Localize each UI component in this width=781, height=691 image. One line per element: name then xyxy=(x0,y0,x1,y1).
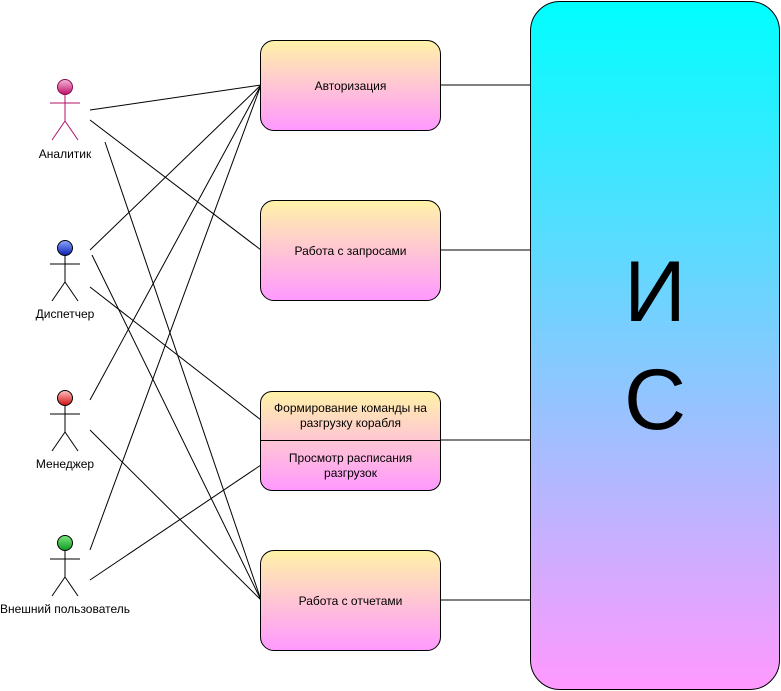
actor-external-label: Внешний пользователь xyxy=(0,602,131,616)
link-dispatcher-reports xyxy=(91,254,262,601)
usecase-schedule-label: Просмотр расписания разгрузок xyxy=(288,451,413,480)
actor-manager-label: Менеджер xyxy=(35,457,95,471)
link-analyst-requests xyxy=(89,119,262,251)
usecase-requests[interactable]: Работа с запросами xyxy=(260,200,441,301)
actor-manager-figure xyxy=(50,390,80,452)
actor-dispatcher-label: Диспетчер xyxy=(35,307,95,321)
usecase-unload-command[interactable]: Формирование команды на разгрузку корабл… xyxy=(261,392,440,440)
actor-analyst-figure xyxy=(50,79,80,141)
link-analyst-reports xyxy=(104,141,262,601)
link-manager-reports xyxy=(89,429,262,601)
usecase-divider xyxy=(261,440,440,441)
system-boundary: И С xyxy=(530,1,780,690)
usecase-reports[interactable]: Работа с отчетами xyxy=(260,550,441,651)
usecase-auth[interactable]: Авторизация xyxy=(260,40,441,131)
link-external-schedule xyxy=(89,464,262,581)
connectors xyxy=(89,84,531,601)
usecase-reports-label: Работа с отчетами xyxy=(298,593,403,608)
actor-external-figure xyxy=(50,535,80,597)
usecase-auth-label: Авторизация xyxy=(314,78,387,93)
actor-dispatcher-figure xyxy=(50,240,80,302)
actor-analyst-label: Аналитик xyxy=(38,147,92,161)
usecase-unload-command-label: Формирование команды на разгрузку корабл… xyxy=(274,401,427,430)
usecase-requests-label: Работа с запросами xyxy=(294,243,407,258)
usecase-group-unloading: Формирование команды на разгрузку корабл… xyxy=(260,391,441,491)
usecase-schedule[interactable]: Просмотр расписания разгрузок xyxy=(261,441,440,490)
link-external-auth xyxy=(89,84,262,551)
system-title: И С xyxy=(623,243,687,448)
link-analyst-auth xyxy=(89,84,262,111)
link-manager-auth xyxy=(89,84,262,401)
link-dispatcher-auth xyxy=(89,84,262,251)
